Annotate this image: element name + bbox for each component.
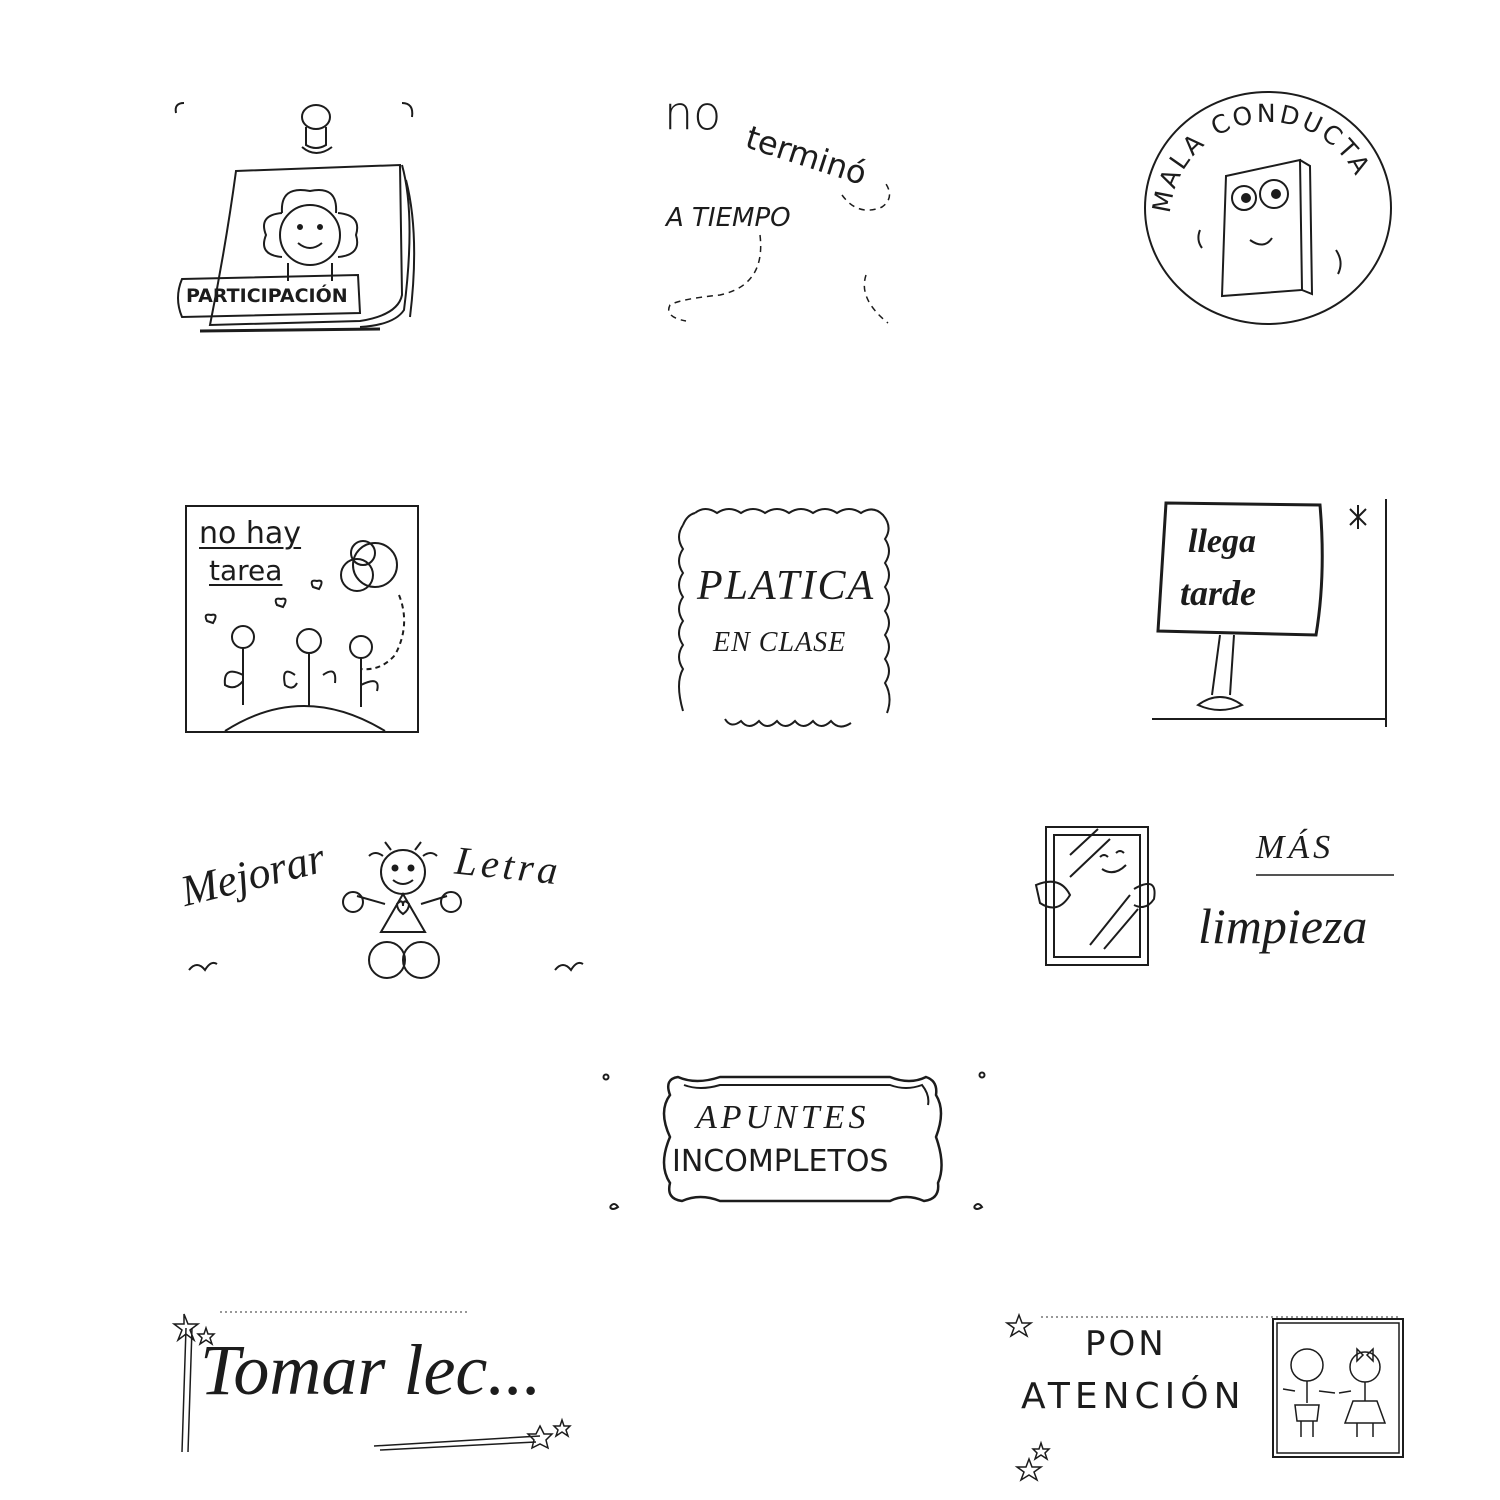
stamp-text-no: no	[664, 86, 722, 140]
mirror-face-icon	[1034, 826, 1394, 966]
stamp-text-pon: PON	[1085, 1324, 1167, 1364]
stamp-label: PARTICIPACIÓN	[186, 285, 348, 307]
stamp-platica: PLATICA EN CLASE	[675, 505, 895, 730]
stamp-text-tomar: Tomar lec...	[200, 1330, 542, 1410]
girl-icon	[188, 841, 584, 979]
stamp-text-limpieza: limpieza	[1198, 898, 1368, 954]
stamp-mejorar-letra: Mejorar Letra	[176, 820, 595, 990]
stamp-text-letra: Letra	[452, 837, 564, 894]
stamp-text-tarde: tarde	[1180, 573, 1256, 613]
stamp-text-a-tiempo: A TIEMPO	[666, 203, 791, 233]
ornate-frame	[602, 1071, 986, 1210]
book-face-icon: MALA CONDUCTA	[1144, 91, 1392, 325]
stamp-llega-tarde: llega tarde	[1150, 495, 1390, 735]
stamp-text-apuntes: APUNTES	[696, 1099, 870, 1136]
stamp-pon-atencion: PON ATENCIÓN	[1004, 1305, 1410, 1485]
stars-decoration	[171, 1311, 572, 1453]
stamp-text-no-hay: no hay	[199, 516, 302, 551]
children-icon	[1004, 1312, 1404, 1482]
stamp-no-termino: no terminó A TIEMPO	[660, 85, 910, 335]
pinned-paper-icon	[174, 102, 416, 333]
stamp-text-tarea: tarea	[209, 554, 283, 587]
stamp-tomar-leccion: Tomar lec...	[170, 1300, 590, 1460]
flowers-bee-icon	[185, 505, 419, 733]
cloud-frame	[678, 508, 891, 728]
stamp-no-hay-tarea: no hay tarea	[185, 505, 421, 735]
signpost-icon	[1152, 499, 1387, 727]
stamp-text-platica: PLATICA	[697, 563, 876, 609]
stamp-text-mas: MÁS	[1256, 829, 1335, 866]
stamp-apuntes: APUNTES INCOMPLETOS	[600, 1065, 1000, 1220]
stamp-text-en-clase: EN CLASE	[713, 627, 847, 658]
stamp-text-incompletos: INCOMPLETOS	[672, 1144, 889, 1179]
stamp-text-llega: llega	[1188, 523, 1256, 560]
stamp-participacion: PARTICIPACIÓN	[170, 95, 430, 340]
dashed-swirl-decoration	[668, 180, 891, 324]
stamp-mala-conducta: MALA CONDUCTA	[1140, 90, 1400, 335]
stamp-text-atencion: ATENCIÓN	[1021, 1376, 1246, 1417]
stamp-mas-limpieza: MÁS limpieza	[1030, 825, 1440, 970]
